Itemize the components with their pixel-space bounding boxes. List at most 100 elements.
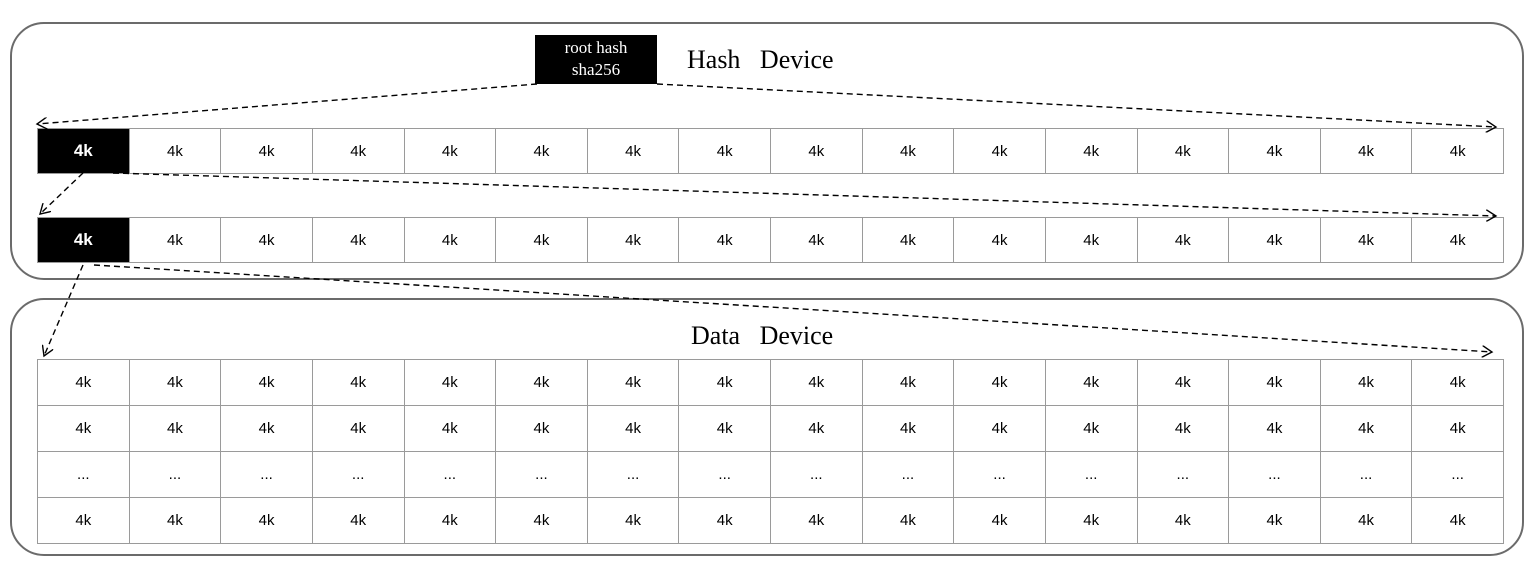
hash-block: 4k — [678, 217, 771, 263]
hash-block: 4k — [128, 217, 222, 263]
hash-block: 4k — [495, 217, 588, 263]
data-block: 4k — [1228, 497, 1321, 544]
hash-block: 4k — [953, 128, 1046, 174]
data-block: 4k — [1044, 405, 1138, 452]
data-block: 4k — [861, 359, 955, 406]
hash-block: 4k — [1044, 128, 1138, 174]
data-block: 4k — [403, 359, 497, 406]
data-block: 4k — [1411, 405, 1504, 452]
data-block-ellipsis: ... — [1044, 451, 1138, 498]
data-block: 4k — [128, 359, 222, 406]
data-block-ellipsis: ... — [586, 451, 680, 498]
data-block: 4k — [1411, 359, 1504, 406]
hash-block: 4k — [1136, 128, 1230, 174]
hash-block: 4k — [128, 128, 222, 174]
hash-block-highlighted: 4k — [37, 217, 130, 263]
root-hash-algorithm: sha256 — [571, 60, 621, 79]
data-block: 4k — [1228, 359, 1321, 406]
data-block: 4k — [128, 497, 222, 544]
data-block: 4k — [220, 359, 313, 406]
data-block: 4k — [1136, 359, 1230, 406]
hash-block: 4k — [953, 217, 1046, 263]
data-block-ellipsis: ... — [495, 451, 588, 498]
data-block-ellipsis: ... — [403, 451, 497, 498]
data-block: 4k — [1319, 359, 1413, 406]
data-block: 4k — [128, 405, 222, 452]
data-block: 4k — [770, 497, 863, 544]
data-block: 4k — [861, 497, 955, 544]
data-block-ellipsis: ... — [1136, 451, 1230, 498]
hash-block: 4k — [403, 128, 497, 174]
hash-block: 4k — [678, 128, 771, 174]
data-block: 4k — [1319, 405, 1413, 452]
data-block-ellipsis: ... — [1319, 451, 1413, 498]
data-block: 4k — [1044, 497, 1138, 544]
data-row-ellipsis: ... ... ... ... ... ... ... ... ... ... … — [37, 451, 1504, 498]
hash-block: 4k — [1319, 217, 1413, 263]
hash-block: 4k — [1136, 217, 1230, 263]
data-block: 4k — [403, 497, 497, 544]
hash-block: 4k — [586, 217, 680, 263]
hash-block: 4k — [770, 128, 863, 174]
hash-block: 4k — [861, 128, 955, 174]
data-block: 4k — [1228, 405, 1321, 452]
data-block: 4k — [586, 359, 680, 406]
data-block-grid: 4k 4k 4k 4k 4k 4k 4k 4k 4k 4k 4k 4k 4k 4… — [37, 359, 1504, 544]
data-block-ellipsis: ... — [861, 451, 955, 498]
hash-block: 4k — [1319, 128, 1413, 174]
data-block: 4k — [586, 497, 680, 544]
data-block: 4k — [953, 405, 1046, 452]
data-block-ellipsis: ... — [311, 451, 405, 498]
hash-block: 4k — [1044, 217, 1138, 263]
data-block: 4k — [678, 359, 771, 406]
data-block: 4k — [1044, 359, 1138, 406]
data-row: 4k 4k 4k 4k 4k 4k 4k 4k 4k 4k 4k 4k 4k 4… — [37, 359, 1504, 406]
hash-block: 4k — [220, 128, 313, 174]
hash-block: 4k — [1228, 217, 1321, 263]
data-block: 4k — [678, 405, 771, 452]
hash-block: 4k — [1228, 128, 1321, 174]
data-block: 4k — [770, 405, 863, 452]
data-block-ellipsis: ... — [1228, 451, 1321, 498]
data-row: 4k 4k 4k 4k 4k 4k 4k 4k 4k 4k 4k 4k 4k 4… — [37, 405, 1504, 452]
hash-level-1-row: 4k 4k 4k 4k 4k 4k 4k 4k 4k 4k 4k 4k 4k 4… — [37, 128, 1504, 174]
data-block-ellipsis: ... — [37, 451, 130, 498]
data-block: 4k — [37, 405, 130, 452]
data-block: 4k — [953, 359, 1046, 406]
hash-block: 4k — [1411, 217, 1504, 263]
hash-block: 4k — [1411, 128, 1504, 174]
data-block: 4k — [1136, 405, 1230, 452]
data-block: 4k — [220, 405, 313, 452]
data-block: 4k — [1319, 497, 1413, 544]
hash-block-highlighted: 4k — [37, 128, 130, 174]
hash-block: 4k — [495, 128, 588, 174]
data-block: 4k — [495, 405, 588, 452]
data-row: 4k 4k 4k 4k 4k 4k 4k 4k 4k 4k 4k 4k 4k 4… — [37, 497, 1504, 544]
data-block: 4k — [495, 497, 588, 544]
data-block-ellipsis: ... — [220, 451, 313, 498]
data-block-ellipsis: ... — [1411, 451, 1504, 498]
data-block: 4k — [770, 359, 863, 406]
data-block: 4k — [37, 359, 130, 406]
hash-block: 4k — [311, 128, 405, 174]
data-block: 4k — [311, 405, 405, 452]
hash-level-2-row: 4k 4k 4k 4k 4k 4k 4k 4k 4k 4k 4k 4k 4k 4… — [37, 217, 1504, 263]
data-block: 4k — [311, 359, 405, 406]
hash-block: 4k — [220, 217, 313, 263]
hash-block: 4k — [770, 217, 863, 263]
data-block-ellipsis: ... — [128, 451, 222, 498]
data-block-ellipsis: ... — [953, 451, 1046, 498]
data-block: 4k — [311, 497, 405, 544]
data-block: 4k — [1411, 497, 1504, 544]
data-block: 4k — [586, 405, 680, 452]
data-block: 4k — [678, 497, 771, 544]
data-block: 4k — [220, 497, 313, 544]
hash-block: 4k — [586, 128, 680, 174]
data-block-ellipsis: ... — [678, 451, 771, 498]
data-device-title: Data Device — [691, 321, 834, 350]
hash-block: 4k — [403, 217, 497, 263]
data-block-ellipsis: ... — [770, 451, 863, 498]
hash-block: 4k — [311, 217, 405, 263]
data-block: 4k — [861, 405, 955, 452]
data-block: 4k — [953, 497, 1046, 544]
